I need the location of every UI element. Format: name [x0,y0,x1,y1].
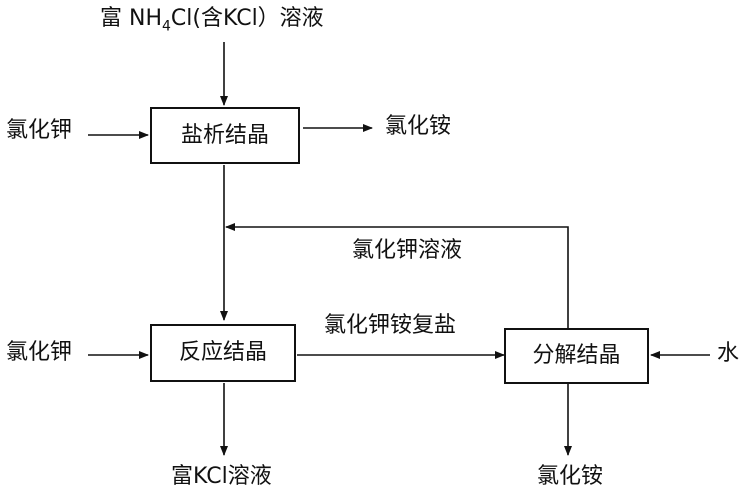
water-input-label: 水 [717,341,740,366]
reaction-crystallization-box: 反应结晶 [150,324,296,382]
salting-out-label: 盐析结晶 [180,122,269,148]
kcl-input-label-2: 氯化钾 [6,340,73,365]
nh4cl-output-label-2: 氯化铵 [537,464,604,489]
nh4cl-output-label-1: 氯化铵 [385,114,452,139]
double-salt-label: 氯化钾铵复盐 [324,313,457,338]
arrow-recycle-kcl-solution [225,223,569,328]
salting-out-crystallization-box: 盐析结晶 [150,107,300,164]
decomposition-label: 分解结晶 [532,343,621,368]
kcl-product-label: 富KCl溶液 [171,464,272,489]
feed-label: 富 NH4Cl(含KCl）溶液 [100,6,324,35]
reaction-label: 反应结晶 [178,340,267,365]
decomposition-crystallization-box: 分解结晶 [504,328,649,384]
kcl-input-label-1: 氯化钾 [6,118,73,143]
kcl-recycle-label: 氯化钾溶液 [352,238,463,263]
